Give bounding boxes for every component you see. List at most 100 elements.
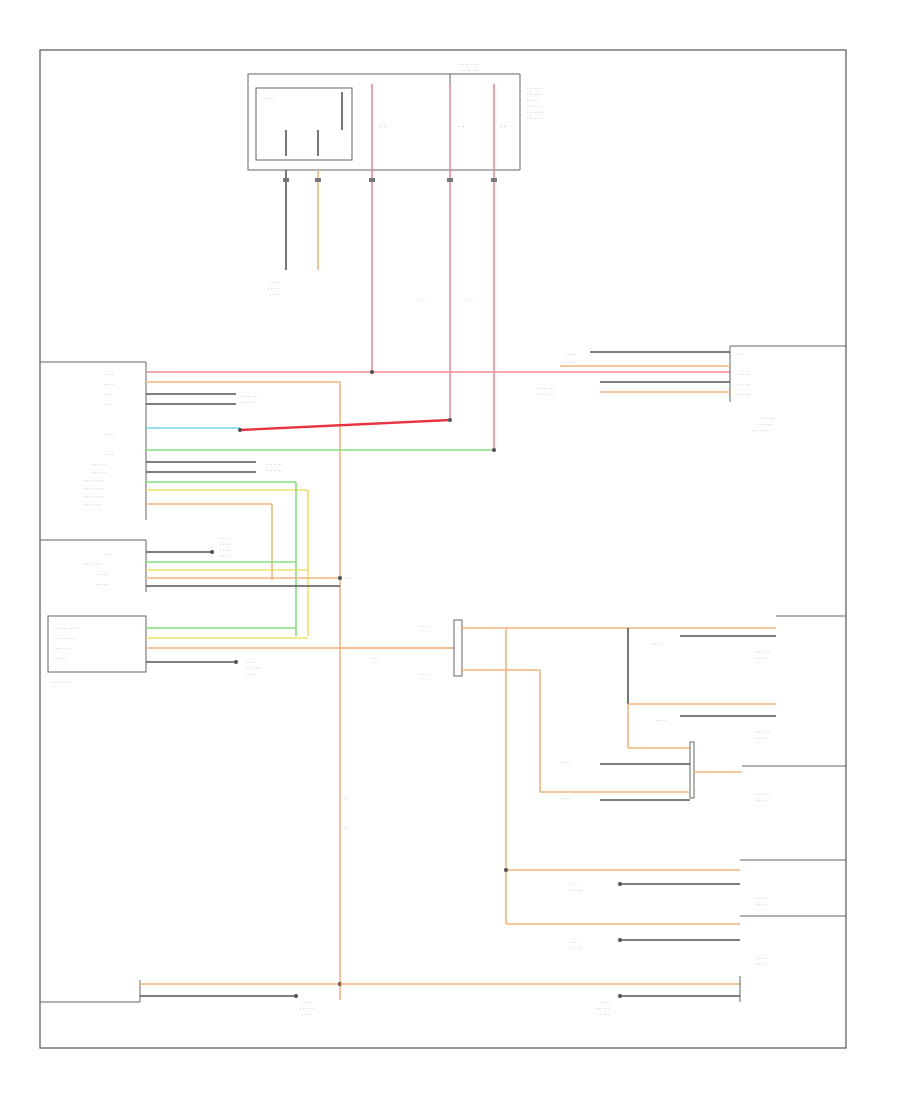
svg-text:· · · · · ·: · · · · · · <box>527 86 541 91</box>
svg-text:· · · · · · ·: · · · · · · · <box>527 110 544 115</box>
svg-text:· · · ·: · · · · <box>246 672 255 677</box>
svg-text:· · · · · · ·: · · · · · · · <box>752 428 769 433</box>
lower-switch-block: · · · · · · · · · · · · · · · · · · · · … <box>47 615 454 685</box>
svg-text:· · · · ·: · · · · · <box>762 416 773 421</box>
svg-text:· · · · ·: · · · · · <box>570 946 581 951</box>
svg-text:· · · · · · ·: · · · · · · · <box>266 462 283 467</box>
svg-text:· · · · ·: · · · · · <box>756 736 767 741</box>
svg-text:· · · · ·: · · · · · <box>527 98 538 103</box>
svg-text:· · · ·: · · · · <box>220 536 229 541</box>
center-wire-labels: · · · · · · · · · · <box>344 576 378 831</box>
svg-text:· · · · ·: · · · · · <box>220 542 231 547</box>
svg-text:· · · · ·: · · · · · <box>738 372 749 377</box>
svg-text:· · · ·: · · · · <box>560 760 569 765</box>
svg-text:· · · · · · ·: · · · · · · · <box>84 502 101 507</box>
svg-text:· · · · ·: · · · · · <box>738 392 749 397</box>
svg-text:· · · · · ·: · · · · · · <box>56 646 70 651</box>
lamp-network: · · · · · · · · · · · · · · · · · · · · … <box>340 615 846 967</box>
svg-text:· · · · · · · ·: · · · · · · · · <box>52 680 71 685</box>
svg-text:· · · · · ·: · · · · · · <box>758 422 772 427</box>
svg-text:· · · · ·: · · · · · <box>96 572 107 577</box>
bottom-lamps: · · · · · · · · · · · · · · · · · · · · … <box>40 976 741 1017</box>
svg-text:· · · · · · · ·: · · · · · · · · <box>84 494 103 499</box>
svg-text:· · · ·: · · · · <box>600 1000 609 1005</box>
svg-text:· · · · ·: · · · · · <box>756 902 767 907</box>
svg-text:· · · ·: · · · · <box>600 1012 609 1017</box>
svg-text:· · · · · ·: · · · · · · <box>300 1006 314 1011</box>
svg-text:· · · · · ·: · · · · · · <box>527 116 541 121</box>
svg-text:· · · · · · · ·: · · · · · · · · <box>84 486 103 491</box>
svg-text:· · · · ·: · · · · · <box>738 382 749 387</box>
svg-text:· · · · · · · ·: · · · · · · · · <box>306 72 325 77</box>
svg-text:· · · · · · · · ·: · · · · · · · · · <box>56 626 78 631</box>
svg-text:· · · · · · ·: · · · · · · · <box>527 92 544 97</box>
svg-text:· ·: · · <box>344 826 348 831</box>
svg-text:·· ··: ·· ·· <box>500 124 506 129</box>
svg-text:· · · ·: · · · · <box>302 1000 311 1005</box>
svg-text:· · · ·: · · · · <box>104 382 113 387</box>
svg-text:·· ··: ·· ·· <box>458 124 464 129</box>
svg-text:· · · ·: · · · · <box>302 1012 311 1017</box>
svg-text:· · · · · ·: · · · · · · <box>240 400 254 405</box>
svg-text:· · · · · ·: · · · · · · <box>756 650 770 655</box>
fuse-box-feeds: · · · · · · · · · · · · · · · · · · · · … <box>268 84 497 448</box>
svg-text:· · · · · · ·: · · · · · · · <box>538 392 555 397</box>
svg-text:· · · · · ·: · · · · · · <box>92 470 106 475</box>
svg-text:· · ·: · · · <box>344 576 350 581</box>
svg-text:· · ·: · · · <box>738 352 744 357</box>
svg-text:· · · · · ·: · · · · · · <box>92 462 106 467</box>
svg-text:· · · ·: · · · · <box>570 882 579 887</box>
svg-text:· · · · ·: · · · · · <box>756 656 767 661</box>
svg-text:· · · · · ·: · · · · · · <box>246 666 260 671</box>
svg-text:· ·: · · <box>344 796 348 801</box>
svg-text:· · · ·: · · · · <box>104 432 113 437</box>
svg-text:· · · · ·: · · · · · <box>570 888 581 893</box>
svg-text:· · · ·: · · · · <box>560 796 569 801</box>
svg-text:· · · · ·: · · · · · <box>756 956 767 961</box>
svg-text:· · · · ·: · · · · · <box>220 548 231 553</box>
svg-text:· · · · · · ·: · · · · · · · <box>84 562 101 567</box>
svg-text:· · · ·: · · · · <box>656 718 665 723</box>
svg-text:· · · · ·: · · · · · <box>756 896 767 901</box>
svg-text:· · · ·: · · · · <box>570 940 579 945</box>
steering-column-control: · · · · · · · · · · · · · · · · · · · · … <box>536 345 846 433</box>
cluster-wires: · · · · · · · · · · · · · · · · · · · · … <box>146 370 730 1000</box>
svg-text:· · · · ·: · · · · · <box>262 96 273 101</box>
fuse-box: · · · · · · · · · · · · · · · · · · · · … <box>247 62 544 171</box>
svg-text:· · · · · ·: · · · · · · <box>756 730 770 735</box>
svg-text:· · · · ·: · · · · · <box>565 352 576 357</box>
svg-text:· · · · · · ·: · · · · · · · <box>266 468 283 473</box>
svg-text:· · · ·: · · · · <box>418 298 427 303</box>
svg-text:· · · · · · · ·: · · · · · · · · <box>84 478 103 483</box>
svg-text:· · · ·: · · · · <box>270 292 279 297</box>
headlamp-switch-block: · · · · · · · · · · · · · · · · · · · · … <box>40 536 342 592</box>
cluster-block: · · · · · · · · · · · · · · · · · · · · … <box>40 361 147 520</box>
svg-text:· · · ·: · · · · <box>270 280 279 285</box>
svg-text:· · · ·: · · · · <box>420 624 429 629</box>
svg-text:· · ·: · · · <box>104 552 110 557</box>
svg-text:· · · ·: · · · · <box>652 642 661 647</box>
svg-text:· · · · · · · ·: · · · · · · · · <box>56 636 75 641</box>
svg-text:· · ·: · · · <box>104 392 110 397</box>
svg-text:· · · · ·: · · · · · <box>756 798 767 803</box>
svg-text:· · · · · ·: · · · · · · <box>527 104 541 109</box>
svg-text:· · · ·: · · · · <box>466 298 475 303</box>
svg-text:· · ·: · · · <box>104 402 110 407</box>
svg-text:· · · ·: · · · · <box>104 372 113 377</box>
svg-text:· · · · · · · ·: · · · · · · · · <box>536 386 555 391</box>
svg-text:·· ··: ·· ·· <box>380 124 386 129</box>
svg-text:· · · · · ·: · · · · · · <box>756 792 770 797</box>
diagram-frame <box>39 49 847 1049</box>
svg-text:· · · · · · ·: · · · · · · · <box>240 394 257 399</box>
svg-text:· · ·: · · · <box>372 656 378 661</box>
svg-text:· · · · · ·: · · · · · · <box>596 1006 610 1011</box>
svg-text:· · · ·: · · · · <box>246 660 255 665</box>
svg-text:· · · ·: · · · · <box>104 452 113 457</box>
svg-text:· · · ·: · · · · <box>220 554 229 559</box>
svg-text:· · · · ·: · · · · · <box>96 582 107 587</box>
svg-text:· · · · ·: · · · · · <box>268 286 279 291</box>
svg-text:· · · · · ·: · · · · · · <box>560 360 574 365</box>
svg-text:· · · · ·: · · · · · <box>756 962 767 967</box>
svg-text:· · · ·: · · · · <box>56 656 65 661</box>
